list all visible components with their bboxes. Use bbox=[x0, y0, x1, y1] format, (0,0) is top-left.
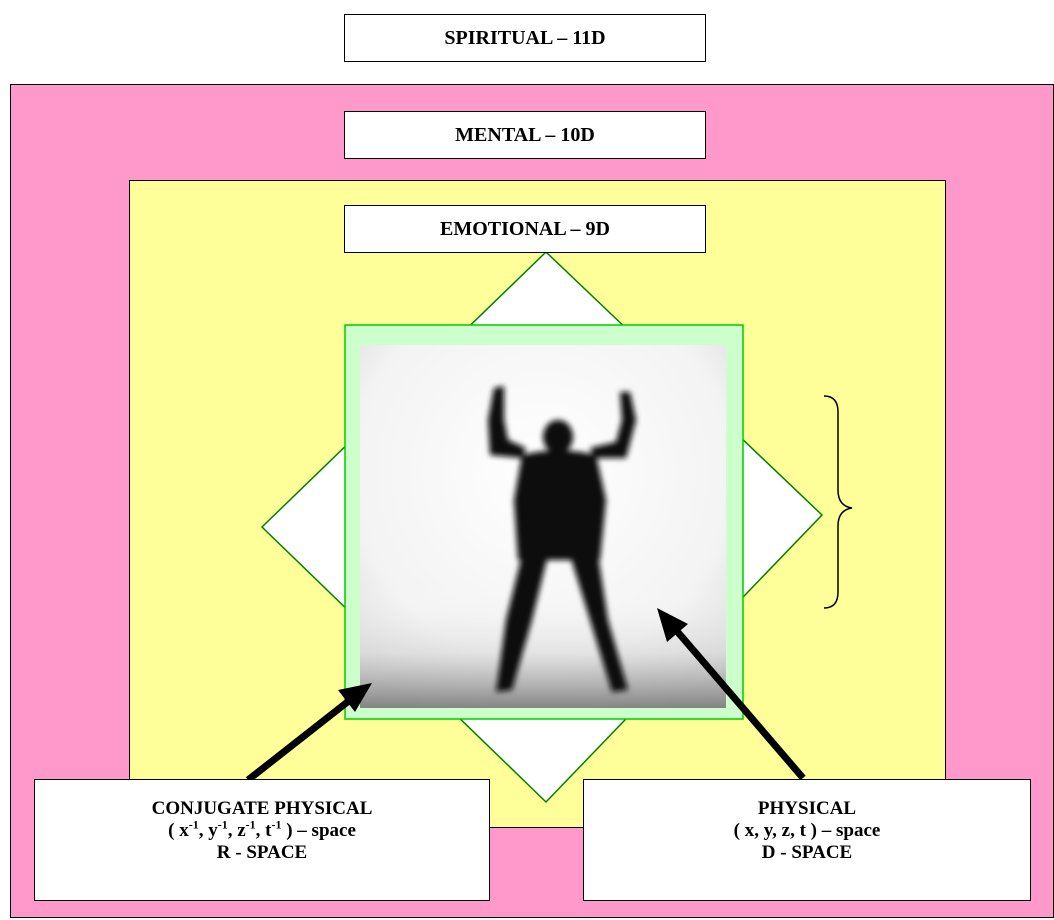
conjugate-physical-coordinates: ( x-1, y-1, z-1, t-1 ) – space bbox=[35, 820, 489, 842]
physical-caption: PHYSICAL ( x, y, z, t ) – space D - SPAC… bbox=[583, 779, 1031, 901]
emotional-label: EMOTIONAL – 9D bbox=[344, 205, 706, 253]
left-arrow bbox=[248, 683, 372, 780]
physical-title: PHYSICAL bbox=[584, 798, 1030, 820]
right-curly-brace bbox=[824, 396, 852, 608]
physical-coordinates: ( x, y, z, t ) – space bbox=[584, 820, 1030, 842]
conjugate-physical-title: CONJUGATE PHYSICAL bbox=[35, 798, 489, 820]
silhouette-person-image bbox=[360, 345, 726, 708]
r-space-label: R - SPACE bbox=[35, 842, 489, 864]
d-space-label: D - SPACE bbox=[584, 842, 1030, 864]
conjugate-physical-caption: CONJUGATE PHYSICAL ( x-1, y-1, z-1, t-1 … bbox=[34, 779, 490, 901]
emotional-label-text: EMOTIONAL – 9D bbox=[440, 218, 610, 241]
